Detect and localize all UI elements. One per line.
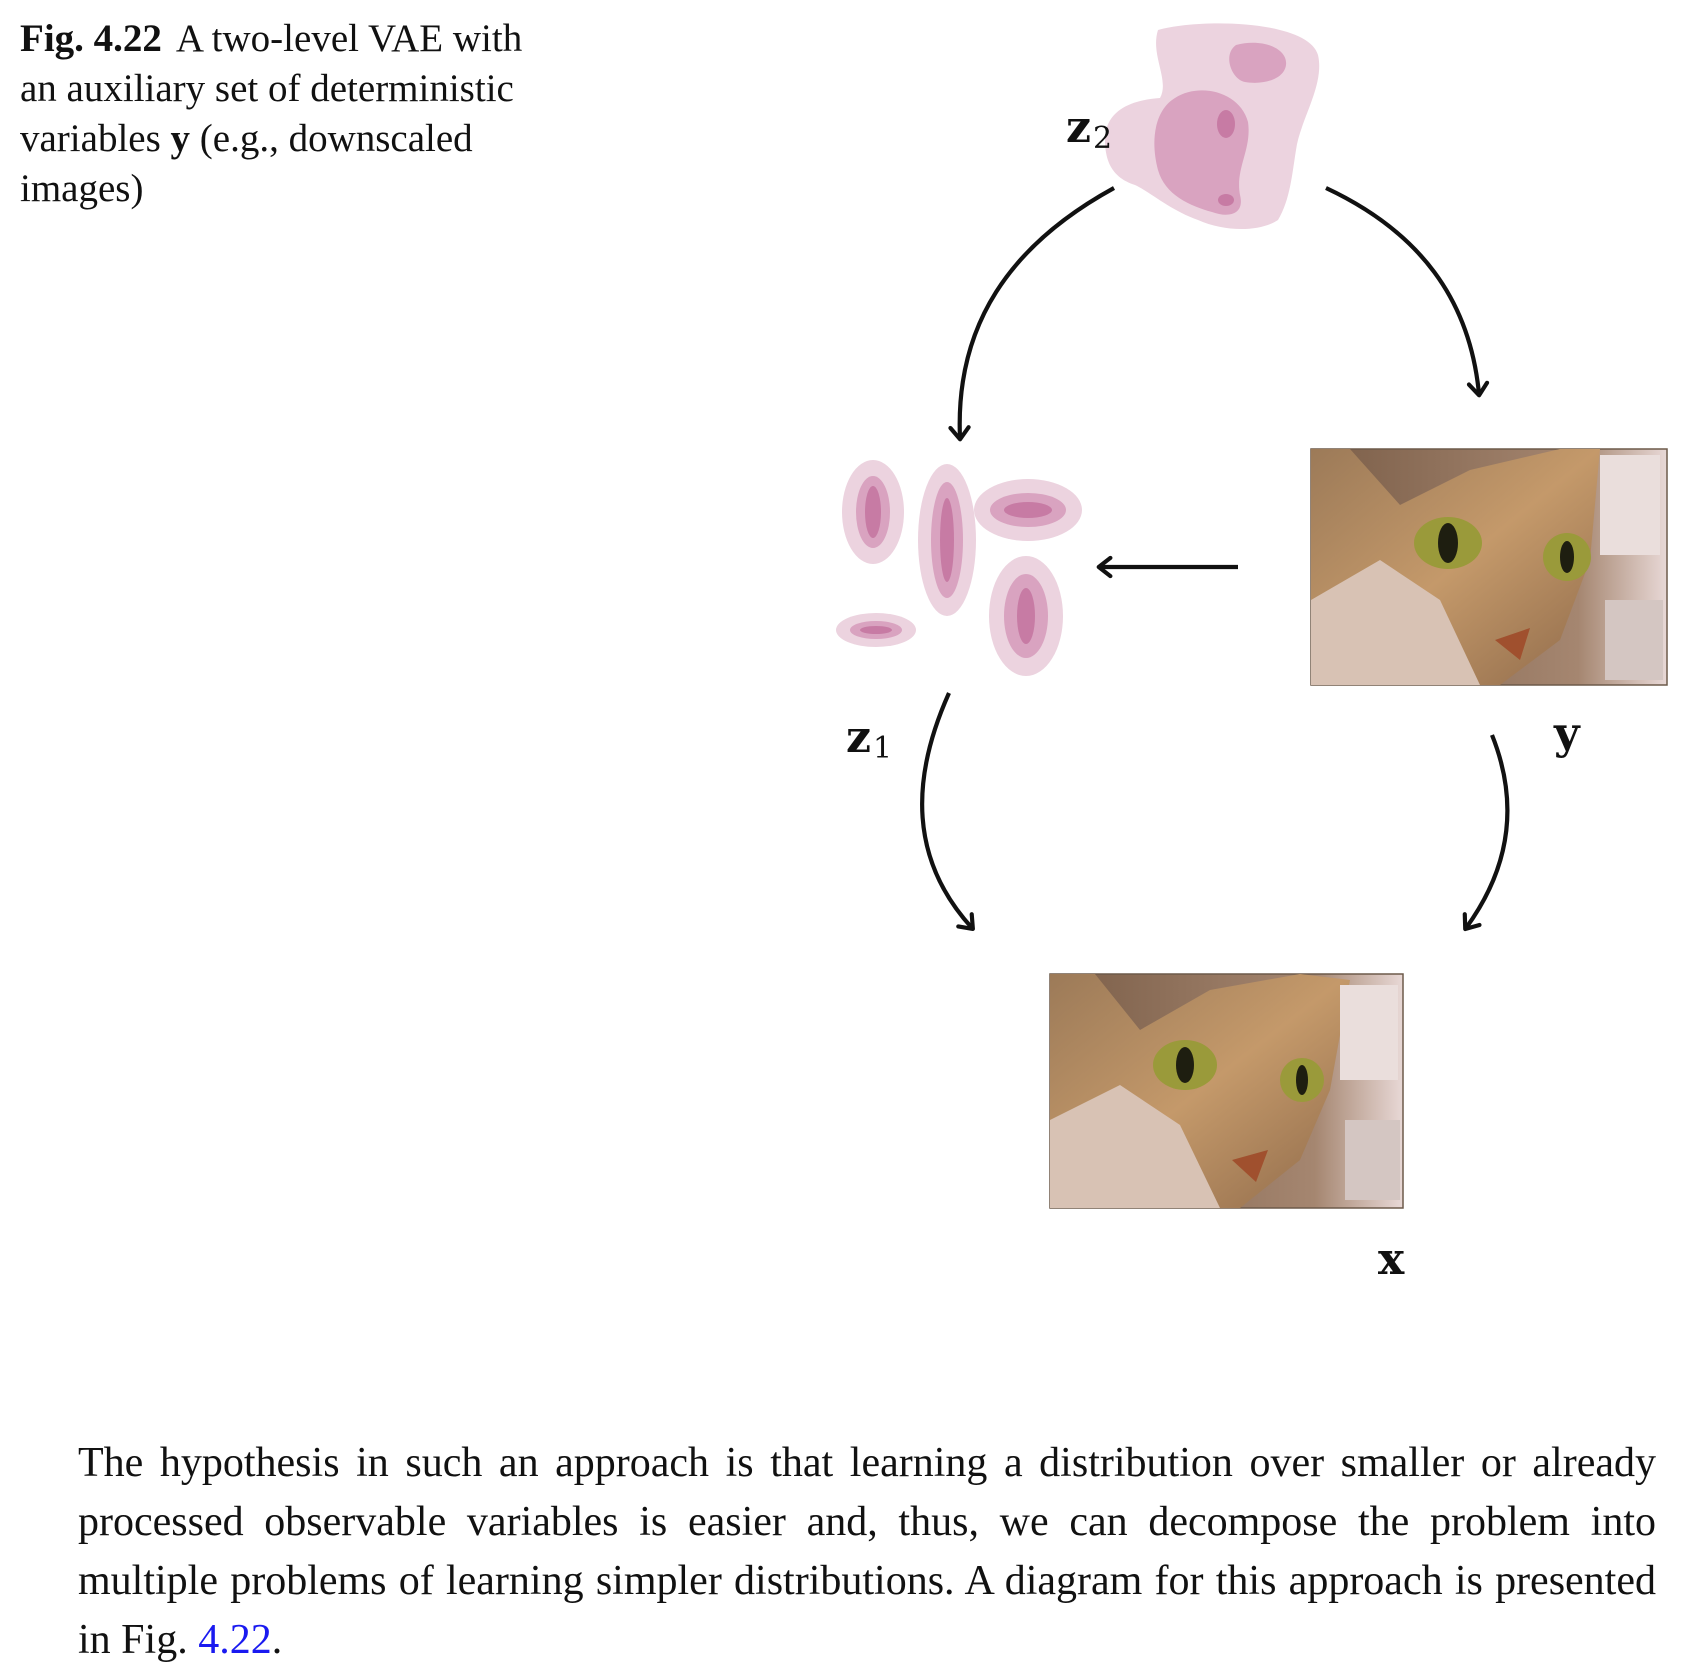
- z1-density-blobs: [836, 460, 1082, 676]
- arrow-y-to-x: [1462, 734, 1510, 932]
- diagram-svg: [836, 23, 1668, 1209]
- label-x: x: [1378, 1234, 1405, 1285]
- arrow-z2-to-z1: [948, 186, 1116, 442]
- paragraph-text: The hypothesis in such an approach is th…: [78, 1440, 1656, 1663]
- label-z2: z2: [1066, 102, 1113, 156]
- vae-diagram: z2 z1 y x: [836, 23, 1668, 1285]
- figure-label: Fig. 4.22: [20, 17, 162, 60]
- arrow-z1-to-x: [920, 692, 975, 932]
- label-y: y: [1554, 708, 1580, 759]
- x-image: [1049, 973, 1404, 1209]
- z2-density-blob: [1105, 23, 1320, 229]
- body-paragraph: The hypothesis in such an approach is th…: [78, 1434, 1656, 1670]
- figure-reference-link[interactable]: 4.22: [198, 1617, 272, 1663]
- paragraph-end: .: [271, 1617, 283, 1663]
- label-z1: z1: [846, 712, 893, 766]
- caption-text: A two-level VAE with an auxiliary set of…: [20, 17, 523, 160]
- arrow-z2-to-y: [1325, 186, 1490, 398]
- caption-text-end: (e.g., downscaled images): [20, 117, 473, 210]
- caption-bold-var: y: [170, 117, 191, 160]
- y-downscaled-image: [1310, 448, 1668, 686]
